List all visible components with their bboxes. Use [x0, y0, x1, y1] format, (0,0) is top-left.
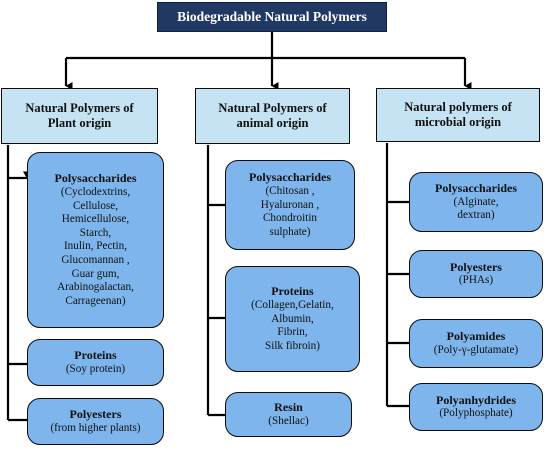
item-title: Polyesters — [69, 407, 122, 422]
microbial-polysaccharides-box: Polysaccharides (Alginate, dextran) — [409, 172, 543, 232]
item-title: Polysaccharides — [54, 171, 137, 186]
header-line: animal origin — [236, 116, 309, 130]
item-title: Proteins — [271, 284, 314, 299]
header-line: Natural Polymers of — [25, 100, 134, 115]
item-line: (Poly-γ-glutamate) — [433, 343, 519, 356]
item-line: dextran) — [457, 209, 495, 222]
animal-proteins-box: Proteins (Collagen,Gelatin, Albumin, Fib… — [225, 266, 360, 372]
item-line: (Shellac) — [268, 414, 309, 427]
item-line: Albumin, — [271, 312, 314, 325]
item-line: (Chitosan , — [265, 185, 315, 197]
item-line: (from higher plants) — [50, 421, 141, 434]
microbial-polyamides-box: Polyamides (Poly-γ-glutamate) — [409, 319, 543, 368]
plant-origin-header: Natural Polymers of Plant origin — [1, 88, 158, 144]
item-line: (Cyclodextrins, — [60, 185, 131, 198]
microbial-polyanhydrides-box: Polyanhydrides (Polyphosphate) — [409, 383, 543, 431]
item-line: Carrageenan) — [65, 295, 126, 308]
item-title: Polyanhydrides — [435, 392, 516, 407]
header-line: microbial origin — [414, 115, 502, 129]
item-line: Arabinogalactan, — [57, 281, 134, 294]
item-line: Guar gum, — [71, 267, 120, 280]
item-line: Cellulose, — [72, 199, 119, 212]
animal-origin-header: Natural Polymers of animal origin — [195, 88, 350, 144]
item-line: Hemicellulose, — [61, 213, 130, 226]
item-line: (PHAs) — [458, 274, 494, 287]
root-title: Biodegradable Natural Polymers — [177, 8, 367, 24]
item-line: (Polyphosphate) — [439, 407, 513, 420]
item-line: (Collagen,Gelatin, — [251, 299, 334, 311]
item-line: Fibrin, — [277, 326, 308, 339]
microbial-origin-header: Natural polymers of microbial origin — [376, 88, 540, 142]
item-title: Polyamides — [446, 329, 506, 344]
item-line: sulphate) — [269, 225, 311, 238]
header-line: Plant origin — [47, 116, 112, 130]
item-line: (Soy protein) — [65, 362, 126, 375]
item-line: Glucomannan , — [61, 254, 130, 267]
item-title: Polyesters — [450, 259, 502, 274]
animal-resin-box: Resin (Shellac) — [225, 392, 352, 437]
microbial-polyesters-box: Polyesters (PHAs) — [409, 250, 543, 298]
item-line: Inulin, Pectin, — [63, 240, 128, 253]
plant-proteins-box: Proteins (Soy protein) — [27, 339, 164, 386]
animal-polysaccharides-box: Polysaccharides (Chitosan , Hyaluronan ,… — [225, 160, 355, 250]
item-line: Starch, — [79, 226, 112, 239]
item-line: Chondroitin — [262, 212, 318, 225]
item-title: Proteins — [74, 348, 117, 363]
header-line: Natural Polymers of — [218, 100, 327, 115]
item-title: Polysaccharides — [435, 181, 517, 196]
item-line: (Alginate, — [453, 195, 499, 208]
item-line: Silk fibroin) — [264, 339, 320, 352]
header-line: Natural polymers of — [404, 99, 512, 114]
root-title-box: Biodegradable Natural Polymers — [157, 2, 387, 32]
plant-polyesters-box: Polyesters (from higher plants) — [27, 398, 164, 445]
item-title: Resin — [274, 400, 303, 415]
item-title: Polysaccharides — [249, 170, 331, 185]
plant-polysaccharides-box: Polysaccharides (Cyclodextrins, Cellulos… — [27, 152, 164, 328]
item-line: Hyaluronan , — [260, 198, 320, 211]
